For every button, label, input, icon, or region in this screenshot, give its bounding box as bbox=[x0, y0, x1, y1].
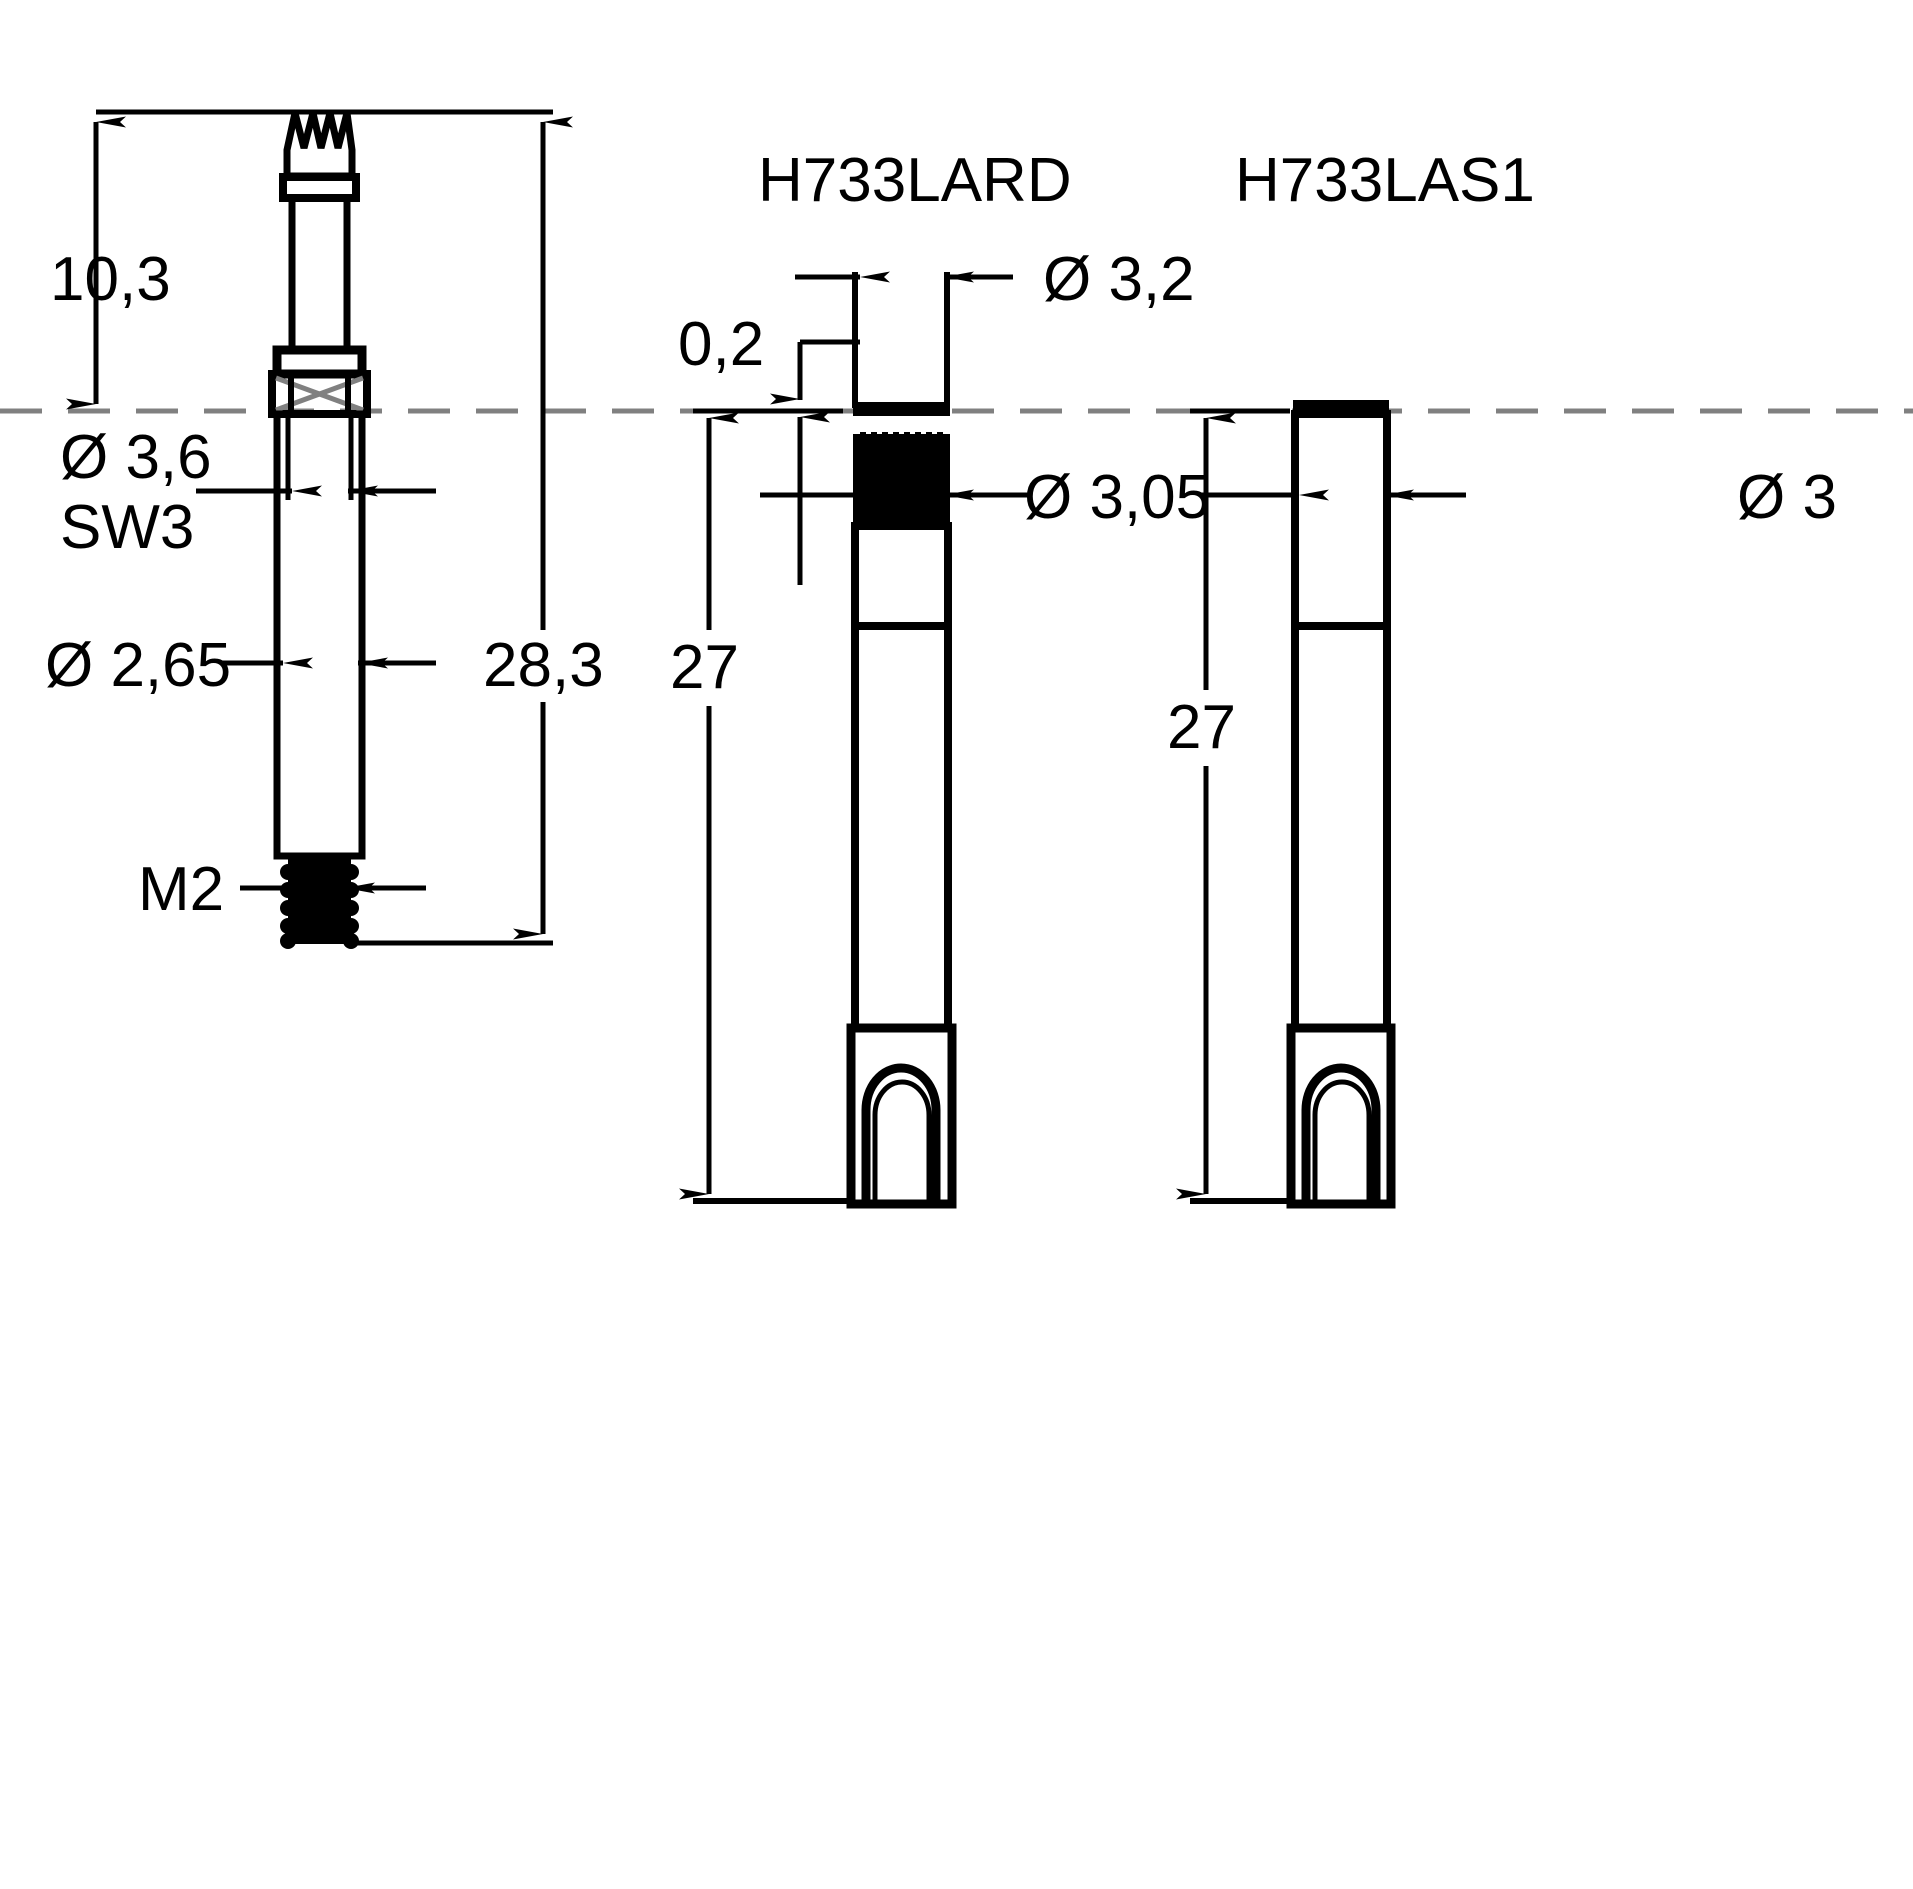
dim-d3-6-label: Ø 3,6 bbox=[60, 423, 212, 492]
dim-m2: M2 bbox=[138, 855, 426, 924]
m2-thread bbox=[280, 856, 359, 949]
right-probe-geometry bbox=[1286, 400, 1396, 1209]
mid-tip-shell bbox=[846, 1023, 957, 1209]
dim-27-mid-text-bg bbox=[658, 630, 762, 706]
right-tip-arch-outer bbox=[1301, 1063, 1381, 1204]
mid-tip-arch-inner bbox=[872, 1079, 932, 1204]
right-tip-arch-inner bbox=[1312, 1079, 1372, 1204]
dim-28-3: 28,3 bbox=[353, 116, 628, 946]
dim-27-right-label: 27 bbox=[1167, 693, 1236, 762]
dim-28-3-label: 28,3 bbox=[483, 631, 604, 700]
dim-d3-label: Ø 3 bbox=[1737, 463, 1837, 532]
mid-tip-arch-outer bbox=[861, 1063, 941, 1204]
dim-27-right-text-bg bbox=[1155, 690, 1259, 766]
dim-d2-65: Ø 2,65 bbox=[45, 631, 436, 700]
dim-0-2: 0,2 bbox=[678, 310, 860, 585]
mid-black-section bbox=[853, 434, 950, 526]
dim-27-right: 27 bbox=[1155, 408, 1290, 1204]
middle-probe-geometry bbox=[846, 402, 957, 1209]
dim-0-2-label: 0,2 bbox=[678, 310, 764, 379]
right-tip-shell bbox=[1286, 1023, 1396, 1209]
part-label-lard: H733LARD bbox=[758, 146, 1072, 215]
dim-28-3-text-bg bbox=[478, 630, 628, 702]
dim-d2-65-label: Ø 2,65 bbox=[45, 631, 231, 700]
dim-10-3-label: 10,3 bbox=[50, 245, 171, 314]
part-label-las1: H733LAS1 bbox=[1235, 146, 1535, 215]
dim-10-3: 10,3 bbox=[50, 109, 553, 410]
dim-d3-05-label: Ø 3,05 bbox=[1024, 463, 1210, 532]
dim-27-mid: 27 bbox=[658, 408, 848, 1204]
dim-d3: Ø 3 bbox=[1200, 463, 1837, 532]
dim-m2-label: M2 bbox=[138, 855, 224, 924]
dim-sw3-label: SW3 bbox=[60, 493, 194, 562]
mid-top-cap bbox=[853, 402, 950, 416]
dim-d3-6-sw3: Ø 3,6 SW3 bbox=[60, 423, 436, 562]
dim-27-mid-label: 27 bbox=[670, 633, 739, 702]
mid-cap-gap bbox=[860, 416, 943, 434]
dim-d3-2: Ø 3,2 bbox=[795, 245, 1195, 408]
dim-d3-2-label: Ø 3,2 bbox=[1043, 245, 1195, 314]
